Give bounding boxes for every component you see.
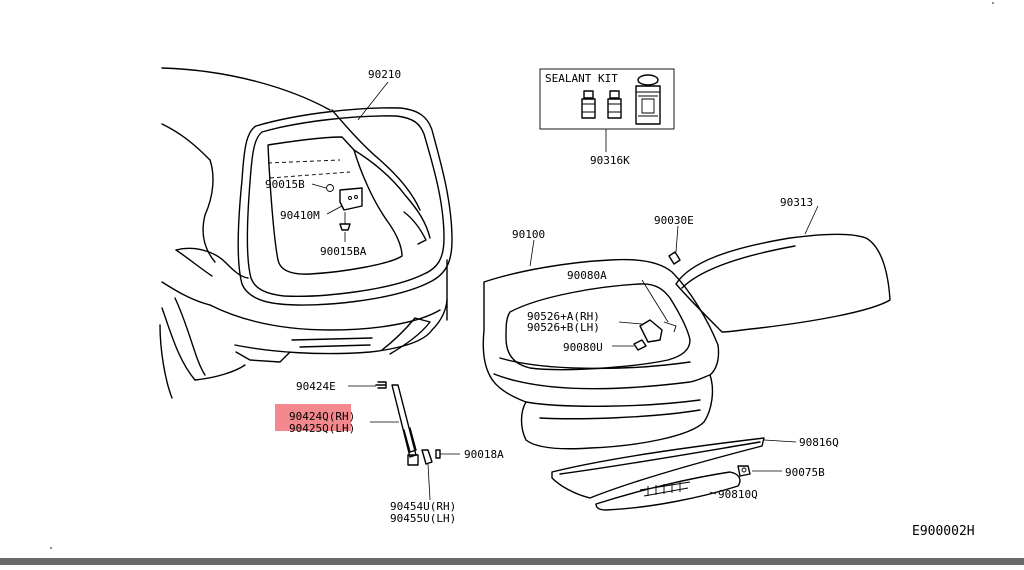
label-90015B: 90015B	[265, 178, 305, 191]
label-90455U: 90455U(LH)	[390, 512, 456, 525]
label-90316K: 90316K	[590, 154, 630, 167]
label-90080U: 90080U	[563, 341, 603, 354]
label-90526A: 90526+A(RH)	[527, 310, 600, 323]
label-90075B: 90075B	[785, 466, 825, 479]
label-90015BA: 90015BA	[320, 245, 367, 258]
gas-stay	[375, 381, 441, 466]
bottom-bar	[0, 558, 1024, 565]
label-90210: 90210	[368, 68, 401, 81]
car-rear-body	[159, 67, 448, 399]
finisher-90816Q	[551, 437, 765, 499]
sealant-kit-title: SEALANT KIT	[545, 72, 618, 85]
label-90100: 90100	[512, 228, 545, 241]
figure-code: E900002H	[912, 524, 975, 539]
label-90526B: 90526+B(LH)	[527, 321, 600, 334]
label-90810Q: 90810Q	[718, 488, 758, 501]
part-labels: 90210 90015B 90410M 90015BA SEALANT KIT …	[265, 68, 975, 539]
weatherstrip-90210	[237, 107, 453, 306]
label-90313: 90313	[780, 196, 813, 209]
finisher-90810Q	[595, 471, 741, 511]
back-door-panel-90100	[482, 258, 720, 450]
label-90424E: 90424E	[296, 380, 336, 393]
stud-90030E	[668, 251, 681, 265]
bracket-90410M	[339, 187, 363, 231]
label-90080A: 90080A	[567, 269, 607, 282]
glass-90313	[675, 233, 891, 333]
label-90018A: 90018A	[464, 448, 504, 461]
clip-90075B	[737, 465, 751, 477]
label-90425Q: 90425Q(LH)	[289, 422, 355, 435]
selected-part-highlight	[275, 404, 351, 431]
label-90424Q: 90424Q(RH)	[289, 410, 355, 423]
label-90410M: 90410M	[280, 209, 320, 222]
label-90030E: 90030E	[654, 214, 694, 227]
label-90816Q: 90816Q	[799, 436, 839, 449]
label-90454U: 90454U(RH)	[390, 500, 456, 513]
sealant-kit-box	[539, 68, 675, 130]
